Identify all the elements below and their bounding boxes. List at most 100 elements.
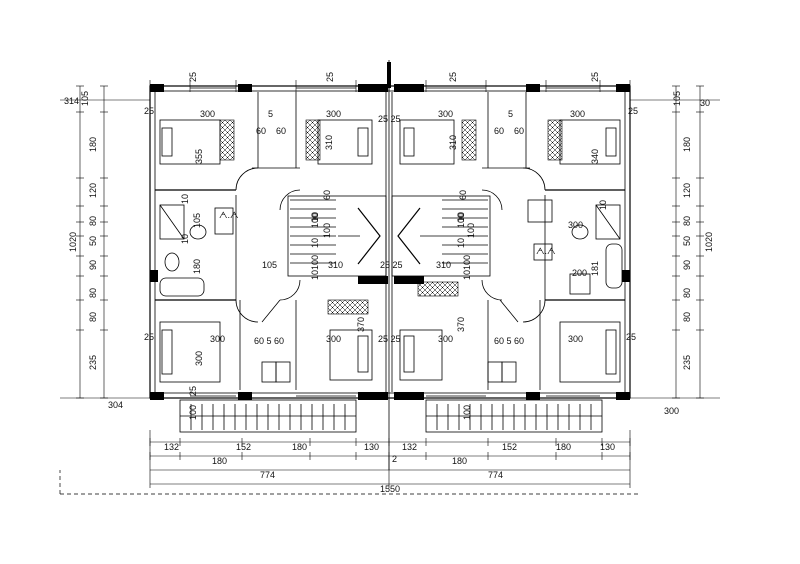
dim-label: 100 xyxy=(456,213,466,228)
dim-label: 300 xyxy=(570,109,585,119)
dim-label: 300 xyxy=(200,109,215,119)
dim-label: 310 xyxy=(436,260,451,270)
dim-label: 10 xyxy=(310,212,320,222)
dim-label: 60 xyxy=(458,190,468,200)
dim-label: 1020 xyxy=(68,232,78,252)
dim-label: 300 xyxy=(438,109,453,119)
dim-label: 180 xyxy=(452,456,467,466)
dim-label: 100 xyxy=(322,223,332,238)
dim-label: 355 xyxy=(194,149,204,164)
dim-label: 180 xyxy=(88,137,98,152)
dim-label: 152 xyxy=(502,442,517,452)
dim-label: 132 xyxy=(402,442,417,452)
dim-label: 304 xyxy=(108,400,123,410)
dim-label: 60 5 60 xyxy=(494,336,524,346)
windows xyxy=(190,87,600,397)
dim-label: 370 xyxy=(356,317,366,332)
dim-label: 105 xyxy=(192,213,202,228)
dim-label: 80 xyxy=(88,288,98,298)
dim-label: 50 xyxy=(682,236,692,246)
dim-label: 10100 xyxy=(462,255,472,280)
door-swings xyxy=(235,167,546,323)
dim-label: 5 xyxy=(268,109,273,119)
dim-label: 100 xyxy=(466,223,476,238)
dim-label: 25 xyxy=(144,106,154,116)
dim-label: 181 xyxy=(590,261,600,276)
dim-label: 180 xyxy=(212,456,227,466)
dim-label: 25 xyxy=(590,72,600,82)
fixture-label: ᗅ.ᗅ xyxy=(536,246,556,256)
dim-label: 25 xyxy=(144,332,154,342)
dim-label: 235 xyxy=(88,355,98,370)
dim-label: 314 xyxy=(64,96,79,106)
dim-label: 105 xyxy=(262,260,277,270)
dim-label: 105 xyxy=(80,91,90,106)
dim-label: 50 xyxy=(88,236,98,246)
dim-label: 300 xyxy=(210,334,225,344)
dim-label: 10100 xyxy=(310,255,320,280)
balconies xyxy=(179,399,603,433)
dim-label: 10 xyxy=(456,238,466,248)
dim-label: 5 xyxy=(508,109,513,119)
dim-label: 300 xyxy=(326,334,341,344)
dim-label: 90 xyxy=(682,260,692,270)
dimension-labels: 314 105 25 25 25 25 105 30 300 5 300 25 … xyxy=(64,72,714,494)
dim-label: 100 xyxy=(188,405,198,420)
dim-label: 180 xyxy=(556,442,571,452)
dim-label: 60 xyxy=(494,126,504,136)
wardrobes xyxy=(219,119,563,383)
dim-label: 105 xyxy=(672,91,682,106)
dim-label: 340 xyxy=(590,149,600,164)
dim-label: 25 xyxy=(188,386,198,396)
dim-label: 774 xyxy=(488,470,503,480)
interior-walls xyxy=(155,92,625,390)
dim-label: 10 xyxy=(598,200,608,210)
dim-label: 300 xyxy=(326,109,341,119)
dim-label: 2 xyxy=(392,454,397,464)
dim-label: 310 xyxy=(328,260,343,270)
dim-label: 180 xyxy=(682,137,692,152)
dim-label: 25 xyxy=(626,332,636,342)
dim-label: 370 xyxy=(456,317,466,332)
dim-label: 30 xyxy=(700,98,710,108)
fixture-label: ᗅ.ᗅ xyxy=(219,210,239,220)
dim-label: 25 xyxy=(325,72,335,82)
dim-label: 1020 xyxy=(704,232,714,252)
dim-label: 80 xyxy=(682,288,692,298)
dim-label: 60 xyxy=(514,126,524,136)
dim-label: 25 25 xyxy=(378,334,401,344)
dim-label: 10 xyxy=(180,234,190,244)
dim-label: 310 xyxy=(324,135,334,150)
dim-label: 120 xyxy=(682,183,692,198)
dim-label: 10 xyxy=(310,238,320,248)
dim-label: 25 xyxy=(448,72,458,82)
dim-label: 300 xyxy=(438,334,453,344)
dim-label: 100 xyxy=(310,213,320,228)
dim-label: 60 5 60 xyxy=(254,336,284,346)
dim-label: 60 xyxy=(322,190,332,200)
dim-label: 90 xyxy=(88,260,98,270)
dim-label: 10 xyxy=(456,212,466,222)
dim-label: 80 xyxy=(88,216,98,226)
dim-label: 774 xyxy=(260,470,275,480)
dim-label: 25 25 xyxy=(380,260,403,270)
dim-label: 25 xyxy=(628,106,638,116)
dim-label: 25 25 xyxy=(378,114,401,124)
staircase xyxy=(287,195,491,277)
dim-label: 300 xyxy=(664,406,679,416)
dim-label: 180 xyxy=(292,442,307,452)
dimension-lines xyxy=(59,80,720,495)
dim-label: 200 xyxy=(572,268,587,278)
dim-label: 25 xyxy=(188,72,198,82)
dim-label: 300 xyxy=(568,334,583,344)
dim-label: 300 xyxy=(194,351,204,366)
dim-label: 60 xyxy=(256,126,266,136)
dim-label: 300 xyxy=(568,220,583,230)
dim-label: 132 xyxy=(164,442,179,452)
dim-label: 152 xyxy=(236,442,251,452)
dim-label: 310 xyxy=(448,135,458,150)
dim-label: 80 xyxy=(88,312,98,322)
dim-label: 180 xyxy=(192,259,202,274)
dim-label: 80 xyxy=(682,312,692,322)
